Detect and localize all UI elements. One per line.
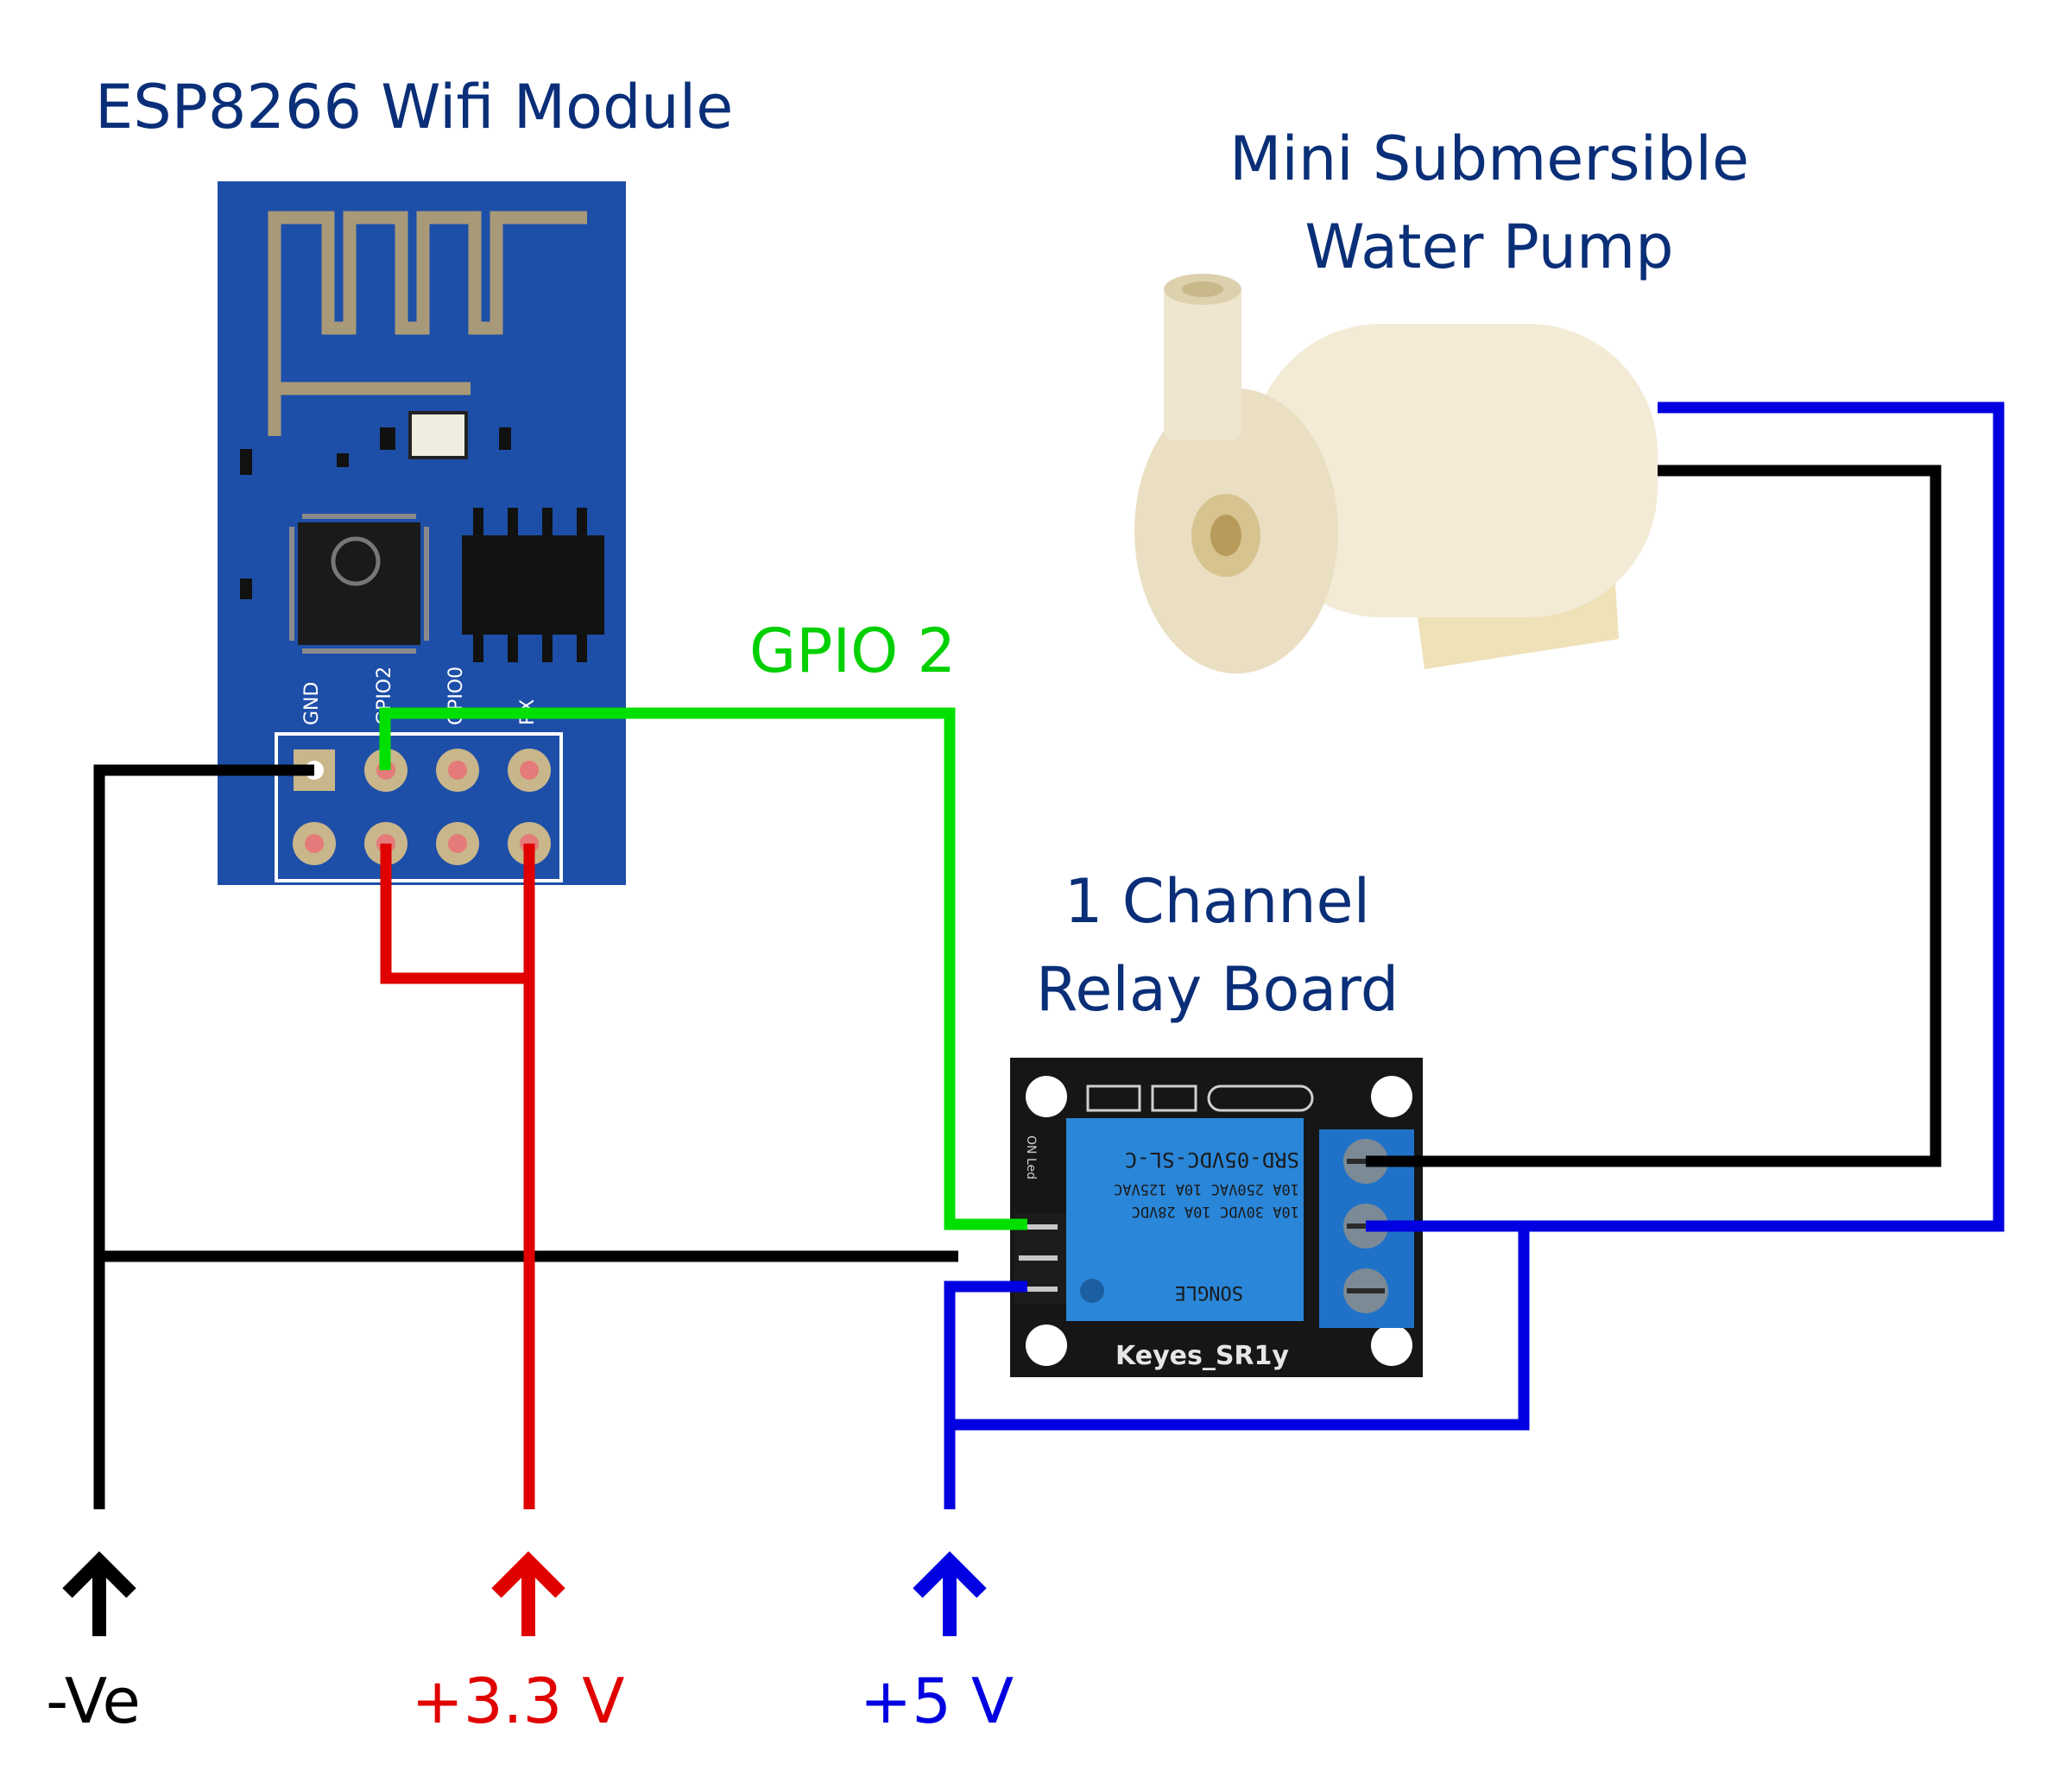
flash-chip-legs xyxy=(473,508,587,662)
pump-title-line2: Water Pump xyxy=(1304,212,1673,282)
pump-outlet-nozzle xyxy=(1164,285,1241,440)
diode-d1 xyxy=(1207,1084,1314,1112)
smd-component xyxy=(240,449,252,475)
label-3v3: +3.3 V xyxy=(412,1665,625,1737)
wire-5v-relay xyxy=(944,1280,1027,1509)
wire-gpio2 xyxy=(379,707,1027,1230)
wire-ground-esp xyxy=(93,764,314,1509)
antenna-trace xyxy=(268,211,587,436)
mount-hole xyxy=(1026,1076,1067,1117)
smd-component xyxy=(380,427,395,450)
mount-hole xyxy=(1371,1076,1412,1117)
relay-brand-text: SONGLE xyxy=(1175,1281,1243,1303)
relay-cube xyxy=(1066,1118,1304,1321)
led xyxy=(408,411,468,459)
water-pump xyxy=(1134,274,1658,673)
mount-hole xyxy=(1026,1325,1067,1366)
wire-pump-positive xyxy=(1524,401,2005,1232)
esp8266-module: GND GPIO2 GPIO0 RX xyxy=(218,181,626,885)
relay-input-pins xyxy=(1019,1224,1058,1292)
arrow-up-icon xyxy=(62,1551,136,1636)
relay-rating-text-2: 10A 30VDC 10A 28VDC xyxy=(1132,1203,1299,1220)
wire-3v3-link xyxy=(380,844,529,984)
relay-marker-dot xyxy=(1080,1279,1104,1303)
pump-inlet-hole xyxy=(1210,515,1241,556)
relay-title-line2: Relay Board xyxy=(1036,954,1399,1025)
led-label: ON Led xyxy=(1024,1135,1038,1179)
pump-title-line1: Mini Submersible xyxy=(1229,123,1749,194)
gpio2-label: GPIO 2 xyxy=(749,616,956,686)
chip-pins xyxy=(289,514,429,654)
pump-body xyxy=(1252,324,1658,617)
esp-title: ESP8266 Wifi Module xyxy=(95,72,733,142)
wire-pump-negative xyxy=(1366,465,1942,1167)
wire-5v-terminal xyxy=(950,1220,1530,1431)
label-5v: +5 V xyxy=(860,1665,1014,1737)
resistor xyxy=(1151,1084,1197,1112)
relay-model-text: SRD-05VDC-SL-C xyxy=(1125,1148,1299,1172)
smd-component xyxy=(240,579,252,599)
smd-component xyxy=(337,453,349,467)
pin-label-gnd: GND xyxy=(301,682,323,725)
pump-outlet-hole xyxy=(1182,281,1223,297)
wires xyxy=(93,401,2005,1509)
flash-chip xyxy=(462,535,604,635)
mount-hole xyxy=(1371,1325,1412,1366)
pin-header xyxy=(275,732,563,882)
espressif-logo-icon xyxy=(331,536,381,586)
relay-rating-text: 10A 250VAC 10A 125VAC xyxy=(1114,1180,1299,1198)
diode xyxy=(1086,1084,1141,1112)
arrow-up-icon xyxy=(913,1551,987,1636)
board-name-text: Keyes_SR1y xyxy=(1115,1341,1289,1371)
label-negative: -Ve xyxy=(46,1665,141,1737)
smd-component xyxy=(499,427,511,450)
arrow-up-icon xyxy=(491,1551,565,1636)
power-arrows xyxy=(62,1551,987,1636)
relay-board: SRD-05VDC-SL-C 10A 250VAC 10A 125VAC 10A… xyxy=(1010,1058,1423,1377)
relay-title-line1: 1 Channel xyxy=(1064,866,1370,937)
